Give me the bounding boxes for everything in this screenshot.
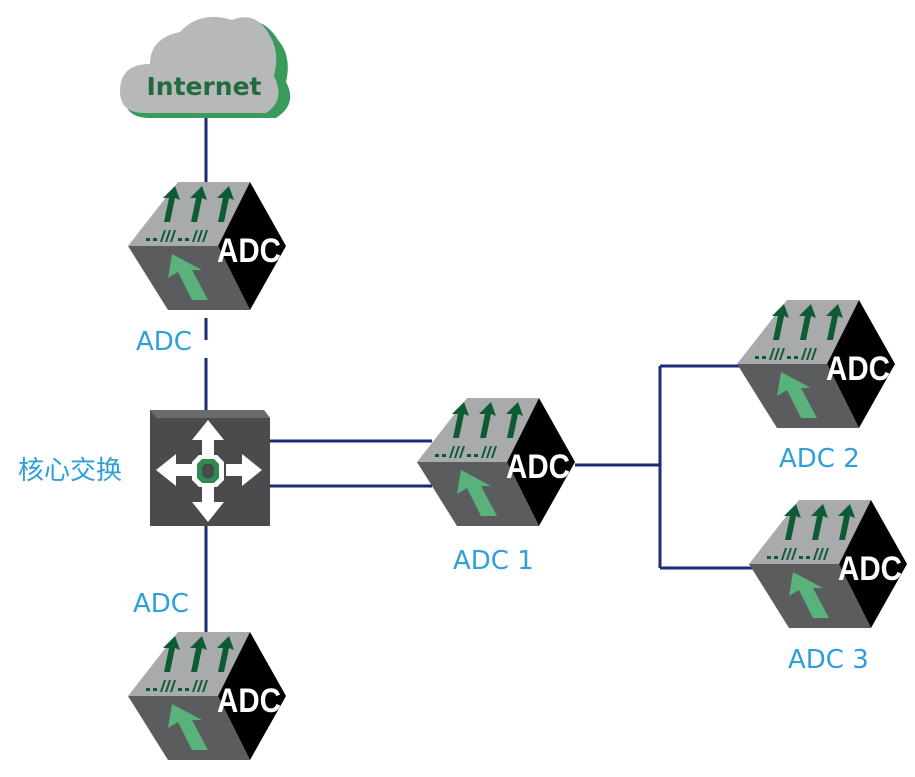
adc2-label: ADC 2 bbox=[779, 444, 860, 474]
core-switch-label: 核心交换 bbox=[18, 456, 123, 486]
adc-top-label: ADC bbox=[136, 327, 192, 357]
adc-device-2: ADC bbox=[737, 300, 895, 428]
adc-bottom-label: ADC bbox=[133, 589, 189, 619]
adc-device-bottom: ADC bbox=[128, 632, 286, 760]
adc1-label: ADC 1 bbox=[453, 546, 534, 576]
adc-icon-text: ADC bbox=[838, 550, 902, 588]
core-switch-icon bbox=[150, 410, 270, 526]
adc-icon-text: ADC bbox=[217, 682, 281, 720]
cloud-label: Internet bbox=[146, 72, 261, 101]
cloud-icon: Internet bbox=[120, 16, 291, 118]
adc-icon-text: ADC bbox=[217, 232, 281, 270]
adc-icon-text: ADC bbox=[826, 350, 890, 388]
adc-device-1: ADC bbox=[417, 398, 575, 526]
links bbox=[204, 118, 760, 632]
adc-device-top: ADC bbox=[128, 182, 286, 310]
adc-icon-text: ADC bbox=[506, 448, 570, 486]
adc-device-3: ADC bbox=[749, 500, 907, 628]
adc3-label: ADC 3 bbox=[788, 645, 869, 675]
